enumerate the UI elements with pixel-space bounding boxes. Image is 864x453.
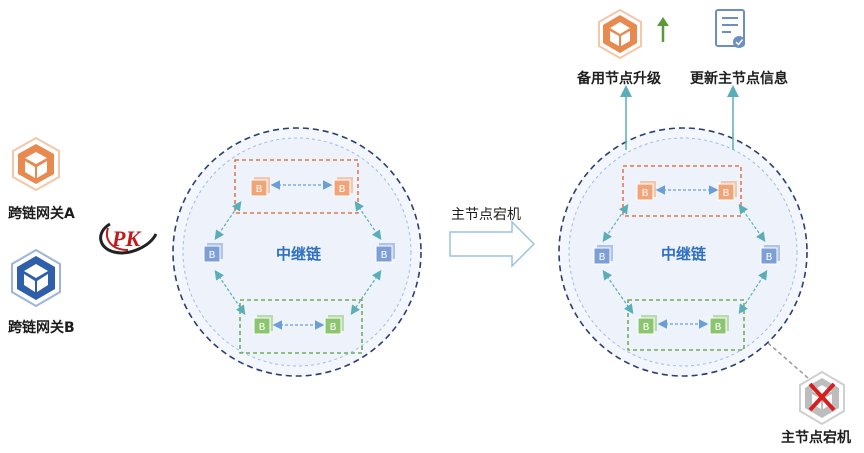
node-letter: B <box>766 252 773 263</box>
gateway-b-label: 跨链网关B <box>8 320 75 336</box>
node-letter: B <box>256 184 263 195</box>
node-left-blue-2: B <box>375 243 395 263</box>
svg-text:PK: PK <box>111 226 141 251</box>
node-right-orange-2: B <box>717 181 737 201</box>
transition-label: 主节点宕机 <box>451 207 521 223</box>
failed-node-link <box>767 342 809 379</box>
node-letter: B <box>643 322 650 333</box>
node-letter: B <box>599 252 606 263</box>
link-left-ur <box>354 201 382 240</box>
node-left-green-1: B <box>253 315 273 335</box>
relay-chain-label-right: 中继链 <box>661 245 707 263</box>
green-group-box-left <box>239 299 363 354</box>
orange-group-box-right <box>622 165 742 217</box>
node-letter: B <box>259 322 266 333</box>
document-check-icon <box>715 9 745 48</box>
node-right-green-2: B <box>709 315 729 335</box>
node-left-green-2: B <box>324 315 344 335</box>
failed-node-label: 主节点宕机 <box>781 430 851 446</box>
link-right-ur <box>738 204 766 242</box>
node-letter: B <box>381 250 388 261</box>
backup-upgrade-label: 备用节点升级 <box>577 71 661 87</box>
orange-group-box-left <box>234 159 359 214</box>
link-left-lr <box>350 270 382 315</box>
node-right-orange-1: B <box>636 181 656 201</box>
upgrade-arrow-icon <box>657 17 669 42</box>
node-left-orange-2: B <box>333 177 353 197</box>
node-letter: B <box>330 322 337 333</box>
gateway-a-label: 跨链网关A <box>8 206 75 222</box>
pk-logo: PK <box>99 222 158 255</box>
link-right-ll <box>602 270 634 314</box>
link-right-ul <box>602 204 629 242</box>
link-left-ul <box>214 201 242 240</box>
node-right-green-1: B <box>637 315 657 335</box>
transition-arrow <box>449 220 536 268</box>
node-right-blue-1: B <box>593 245 613 265</box>
gateway-b-icon <box>11 248 61 308</box>
update-master-label: 更新主节点信息 <box>690 71 788 87</box>
link-left-ll <box>214 270 246 315</box>
node-left-blue-1: B <box>203 243 223 263</box>
relay-chain-label-left: 中继链 <box>276 245 322 263</box>
node-letter: B <box>209 250 216 261</box>
link-right-lr <box>738 269 768 315</box>
green-group-box-right <box>627 299 745 351</box>
node-right-blue-2: B <box>760 245 780 265</box>
node-letter: B <box>642 188 649 199</box>
node-letter: B <box>723 188 730 199</box>
node-letter: B <box>715 322 722 333</box>
node-letter: B <box>339 184 346 195</box>
failed-node-icon <box>799 370 845 426</box>
backup-upgrade-icon <box>598 8 642 60</box>
gateway-a-icon <box>12 136 60 192</box>
node-left-orange-1: B <box>250 177 270 197</box>
